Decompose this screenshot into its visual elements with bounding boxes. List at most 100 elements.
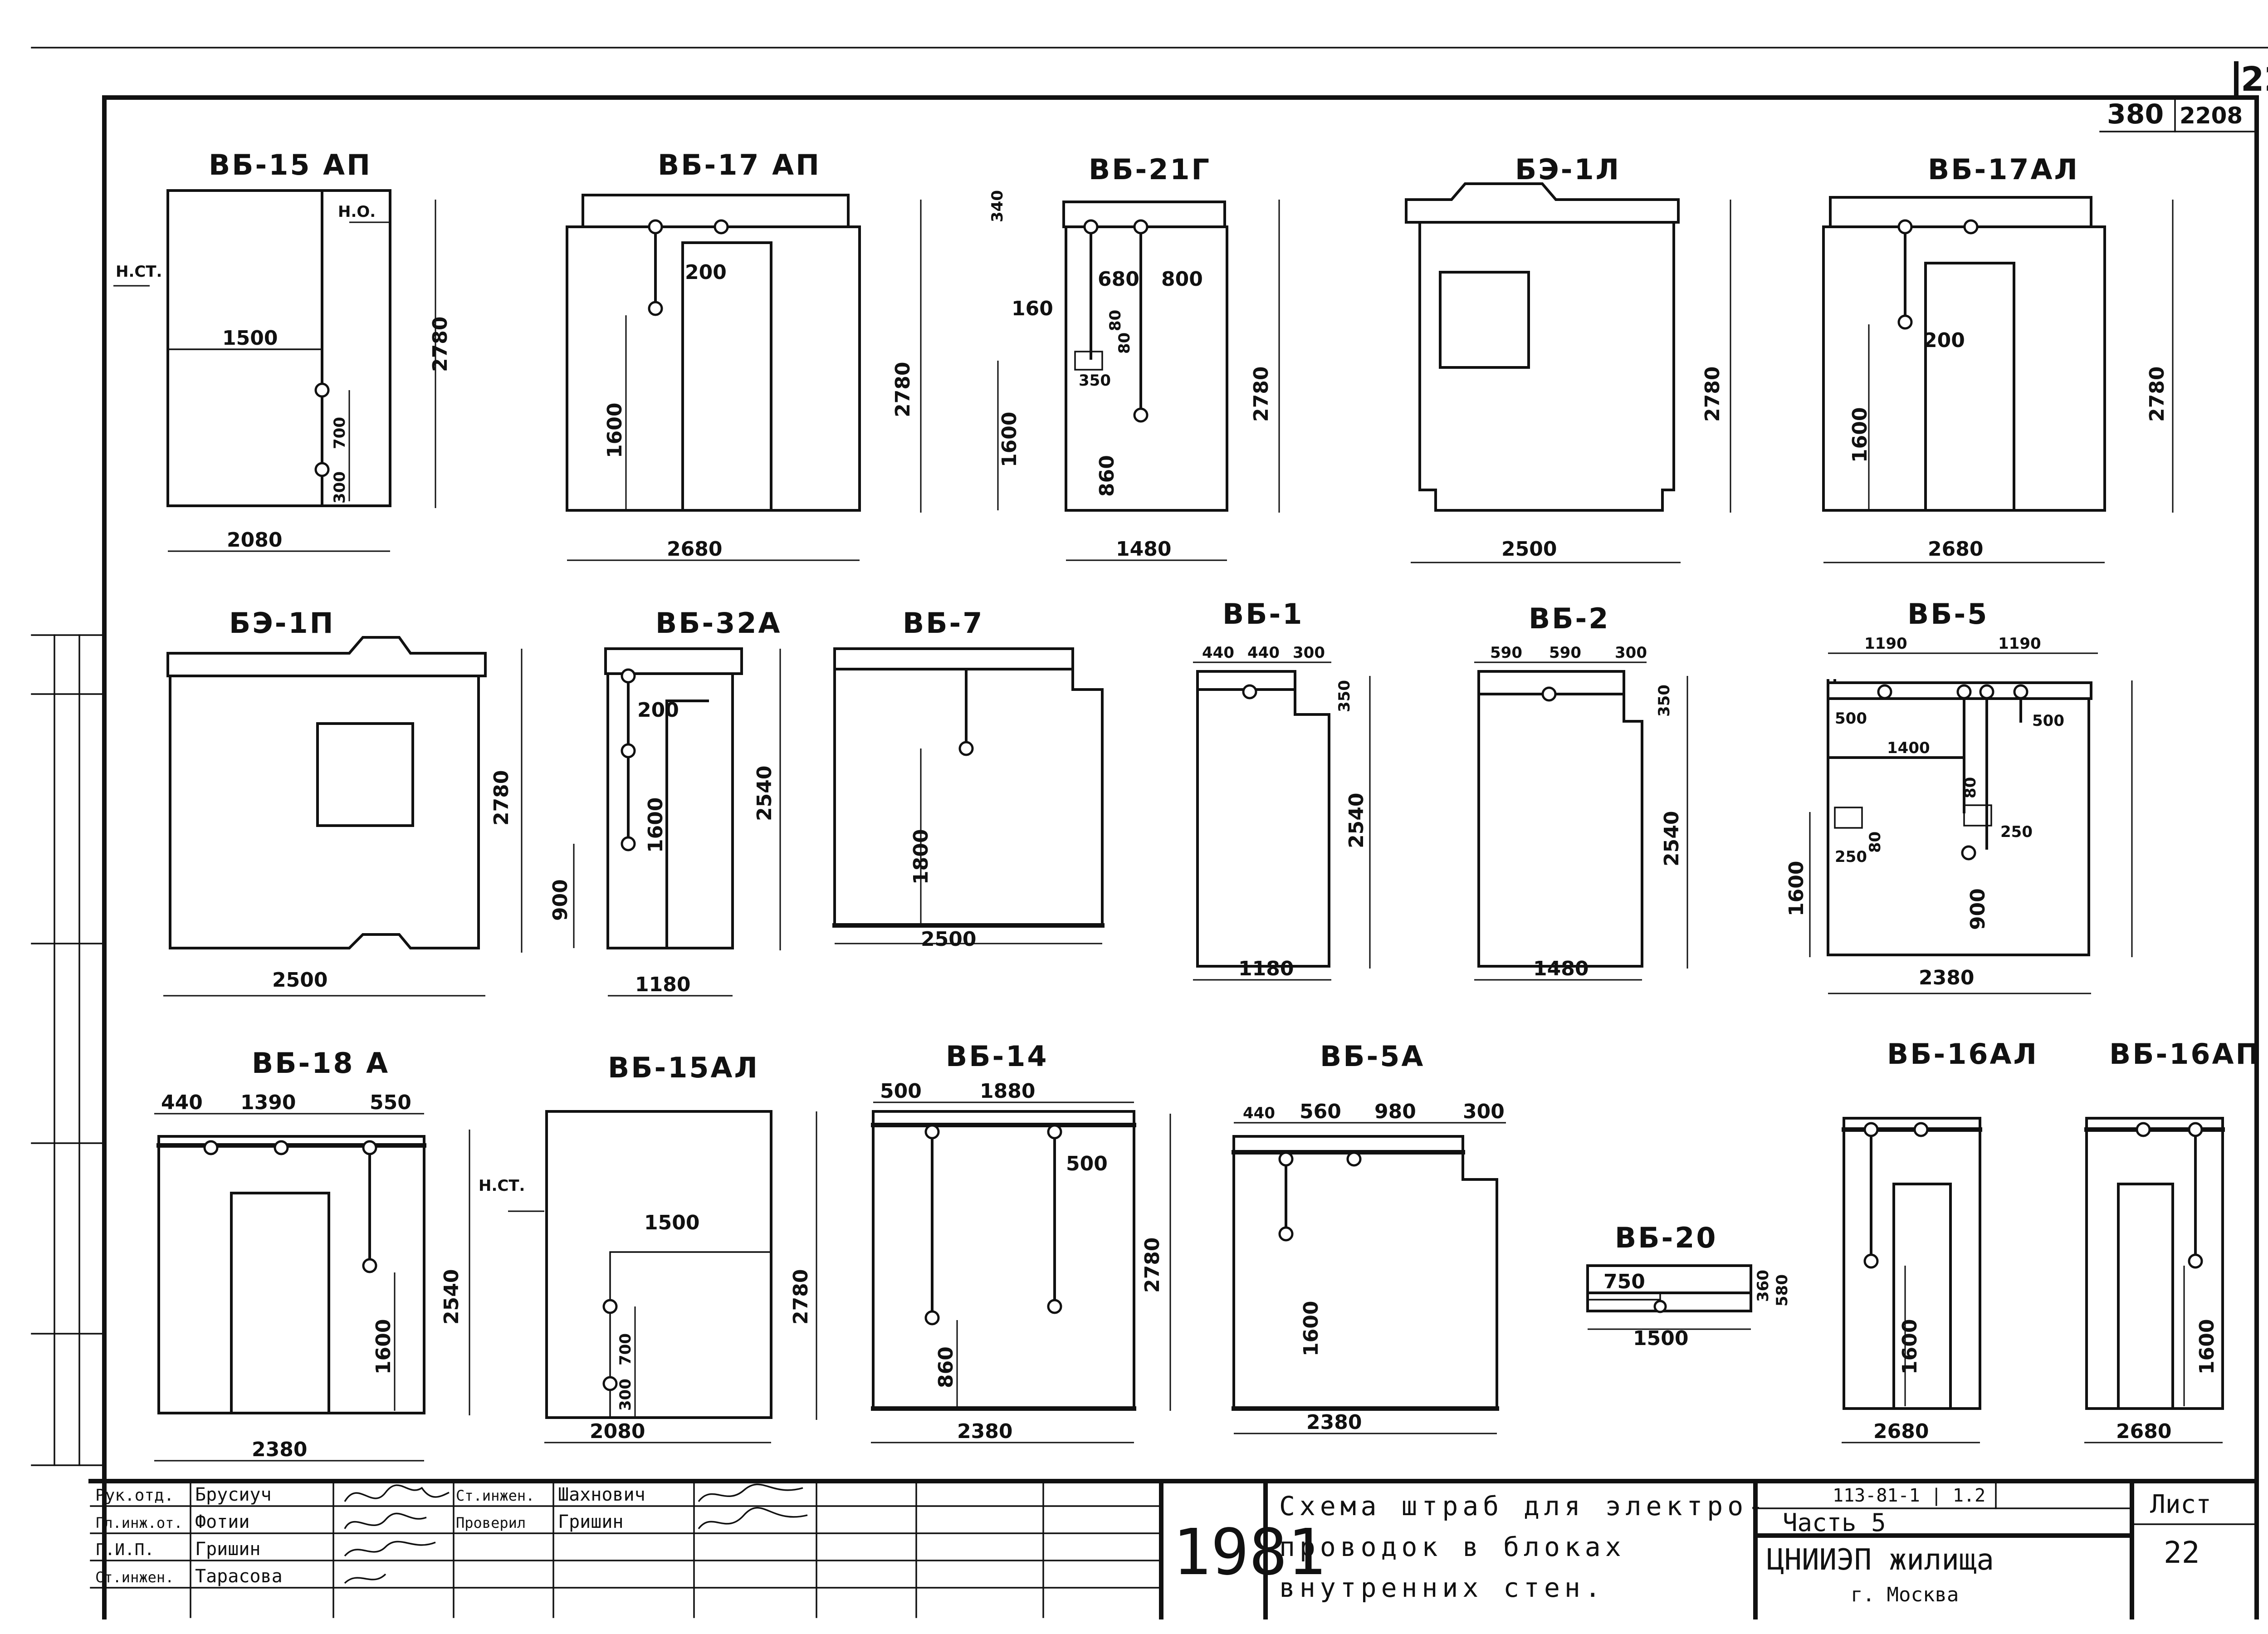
corner-sheet-number: 22 — [2241, 60, 2268, 99]
block-title: ВБ-20 — [1615, 1221, 1718, 1254]
dim-200: 200 — [637, 699, 679, 722]
dim-200: 200 — [1923, 329, 1965, 352]
block-title: БЭ-1П — [229, 607, 335, 640]
dim-1500: 1500 — [644, 1211, 699, 1234]
name-2: Фотии — [195, 1512, 249, 1532]
dim-height: 2780 — [1141, 1238, 1164, 1293]
dim-width: 2380 — [1919, 966, 1974, 989]
dim-1500: 1500 — [222, 327, 278, 350]
dim-1880: 1880 — [980, 1080, 1035, 1103]
block-title: ВБ-17 АП — [658, 148, 821, 181]
dim-1600: 1600 — [644, 797, 667, 853]
block-vb17ap: ВБ-17 АП 2680 200 2780 1600 — [566, 148, 922, 561]
dim-550: 550 — [370, 1091, 411, 1114]
dim-width: 1480 — [1116, 538, 1171, 561]
block-vb5a: ВБ-5А 440 560 980 300 1600 2380 — [1232, 1040, 1506, 1434]
dim-1600: 1600 — [1300, 1301, 1323, 1356]
dim-height: 2780 — [2146, 367, 2169, 422]
dim-500a: 500 — [880, 1080, 922, 1103]
dim-height: 2780 — [1250, 367, 1273, 422]
dim-height: 2780 — [429, 317, 452, 372]
album-code-right: 2208 — [2180, 103, 2243, 129]
block-title: ВБ-16АЛ — [1887, 1037, 2038, 1071]
dim-250b: 250 — [2000, 823, 2033, 841]
dim-width: 2380 — [252, 1438, 307, 1461]
dim-width: 1480 — [1533, 957, 1589, 980]
block-title: ВБ-5 — [1907, 597, 1989, 631]
name-3: Гришин — [195, 1539, 261, 1560]
dim-width: 2380 — [957, 1420, 1012, 1443]
part-label: Часть 5 — [1783, 1508, 1886, 1537]
dim-width: 2500 — [921, 928, 976, 951]
block-vb16al: ВБ-16АЛ 1600 2680 — [1842, 1037, 2038, 1443]
dim-980: 980 — [1374, 1100, 1416, 1123]
dim-80b: 80 — [1115, 333, 1134, 354]
dim-width: 2500 — [272, 969, 327, 992]
block-be1l: БЭ-1Л 2500 2780 — [1405, 153, 1731, 563]
role2-1: Ст.инжен. — [456, 1487, 534, 1504]
block-vb32a: ВБ-32А 1180 200 2540 1600 900 — [549, 607, 782, 997]
signatures — [344, 1483, 808, 1584]
organization: ЦНИИЭП жилища — [1767, 1543, 1994, 1577]
dim-1390: 1390 — [240, 1091, 296, 1114]
block-title: БЭ-1Л — [1515, 153, 1621, 186]
dim-width: 2680 — [667, 538, 722, 561]
block-vb16ap: ВБ-16АП 1600 2680 — [2084, 1037, 2261, 1443]
dim-1600: 1600 — [1848, 407, 1872, 463]
block-title: ВБ-7 — [903, 607, 984, 640]
dim-350: 350 — [1655, 685, 1673, 717]
dim-700: 700 — [616, 1333, 635, 1365]
dim-width: 2680 — [2116, 1420, 2171, 1443]
sheet-label: Лист — [2150, 1490, 2211, 1519]
dim-width: 1500 — [1633, 1327, 1688, 1350]
title-block — [88, 1479, 2259, 1619]
dim-1800: 1800 — [909, 829, 933, 885]
dim-1600: 1600 — [998, 412, 1021, 467]
city: г. Москва — [1851, 1583, 1959, 1606]
dim-1190a: 1190 — [1864, 635, 1907, 653]
dim-height: 2780 — [789, 1269, 812, 1325]
block-title: ВБ-21Г — [1089, 153, 1211, 186]
dim-1600: 1600 — [372, 1319, 395, 1375]
dim-height: 2780 — [490, 770, 513, 826]
dim-300: 300 — [1615, 644, 1647, 662]
block-title: ВБ-18 А — [252, 1047, 390, 1080]
note-n-o: Н.О. — [338, 203, 376, 221]
dim-width: 2080 — [590, 1420, 645, 1443]
dim-360: 360 — [1754, 1270, 1772, 1302]
dim-590a: 590 — [1490, 644, 1522, 662]
dim-width: 2680 — [1928, 538, 1983, 561]
dim-560: 560 — [1300, 1100, 1341, 1123]
dim-900: 900 — [549, 879, 572, 921]
description-line-3: внутренних стен. — [1279, 1572, 1605, 1603]
dim-500b: 500 — [1066, 1152, 1108, 1175]
role-2: Гл.инж.от. — [95, 1514, 183, 1531]
name-1: Брусиуч — [195, 1484, 272, 1505]
dim-200: 200 — [685, 261, 727, 284]
block-be1p: БЭ-1П 2500 2780 — [163, 607, 523, 997]
dim-80b: 80 — [1866, 832, 1884, 853]
block-title: ВБ-1 — [1222, 597, 1304, 631]
block-vb15al: ВБ-15АЛ Н.СТ. 1500 700 300 2780 2080 — [479, 1051, 817, 1443]
dim-750: 750 — [1603, 1270, 1645, 1293]
block-title: ВБ-32А — [655, 607, 782, 640]
block-vb15ap: ВБ-15 АП 2080 1500 2780 700 300 Н.СТ. Н.… — [113, 148, 452, 552]
role-3: Г.И.П. — [95, 1541, 154, 1559]
dim-height: 2540 — [1345, 793, 1368, 848]
dim-300: 300 — [1463, 1100, 1505, 1123]
dim-160: 160 — [1012, 297, 1053, 320]
block-vb17al: ВБ-17АЛ 2680 200 2780 1600 — [1822, 153, 2174, 563]
dim-width: 2080 — [227, 528, 282, 552]
dim-350: 350 — [1335, 680, 1354, 712]
block-vb18a: ВБ-18 А 440 1390 550 2540 1600 2380 — [154, 1047, 470, 1462]
dim-height: 2780 — [891, 362, 914, 417]
dim-1190b: 1190 — [1998, 635, 2041, 653]
block-title: ВБ-16АП — [2109, 1037, 2261, 1071]
dim-590b: 590 — [1549, 644, 1581, 662]
dim-440a: 440 — [1202, 644, 1234, 662]
dim-300: 300 — [616, 1379, 635, 1411]
dim-1600: 1600 — [603, 403, 626, 458]
year: 1981 — [1173, 1516, 1325, 1590]
note-n-st: Н.СТ. — [116, 263, 162, 281]
block-vb1: ВБ-1 440 440 300 350 2540 1180 — [1193, 597, 1371, 981]
